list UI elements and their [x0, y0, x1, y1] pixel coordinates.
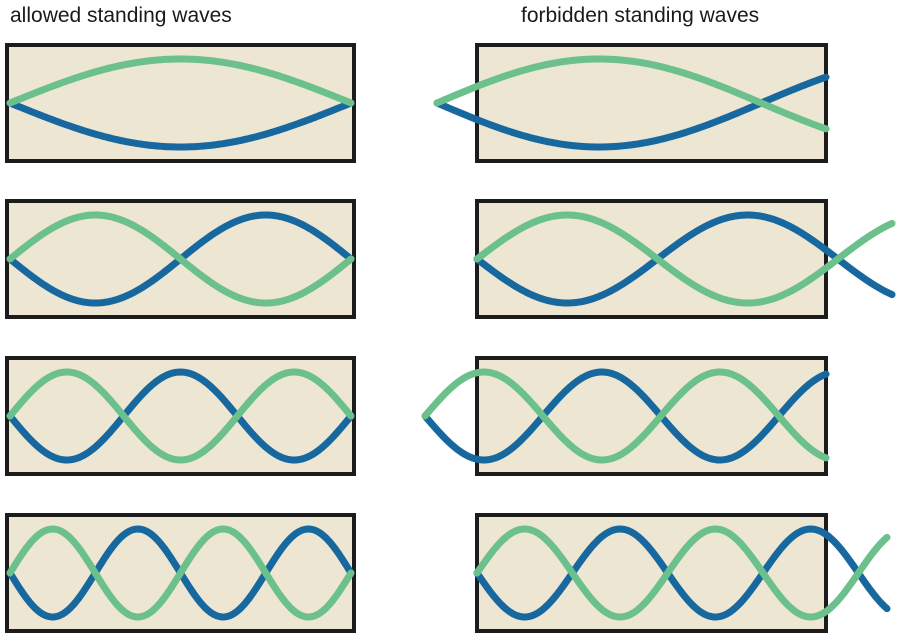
forbidden-panel-3-blue-wave [421, 368, 830, 464]
allowed-panel-2 [5, 199, 356, 319]
forbidden-panel-3-green-wave [421, 368, 830, 464]
allowed-panel-3-blue-wave [6, 368, 355, 464]
forbidden-panel-4 [473, 513, 891, 633]
forbidden-panel-1 [433, 43, 830, 163]
allowed-panel-3 [5, 356, 356, 476]
allowed-panel-1 [5, 43, 356, 163]
allowed-column-title: allowed standing waves [10, 4, 232, 27]
allowed-panel-4 [5, 513, 356, 633]
forbidden-panel-4-blue-wave [473, 525, 891, 621]
forbidden-panel-2-green-wave [473, 211, 896, 307]
forbidden-panel-2-blue-wave [473, 211, 896, 307]
allowed-panel-1-blue-wave [6, 99, 355, 151]
forbidden-column-title: forbidden standing waves [521, 4, 760, 27]
allowed-panel-2-green-wave [6, 211, 355, 307]
allowed-panel-3-frame [5, 356, 356, 476]
allowed-panel-4-green-wave [6, 525, 355, 621]
forbidden-panel-2 [473, 199, 896, 319]
forbidden-panel-4-green-wave [473, 525, 891, 621]
forbidden-panel-3-frame [475, 356, 828, 476]
forbidden-panel-1-green-wave [433, 55, 830, 133]
forbidden-panel-3 [421, 356, 830, 476]
allowed-panel-1-frame [5, 43, 356, 163]
allowed-panel-1-green-wave [6, 55, 355, 107]
allowed-panel-3-green-wave [6, 368, 355, 464]
